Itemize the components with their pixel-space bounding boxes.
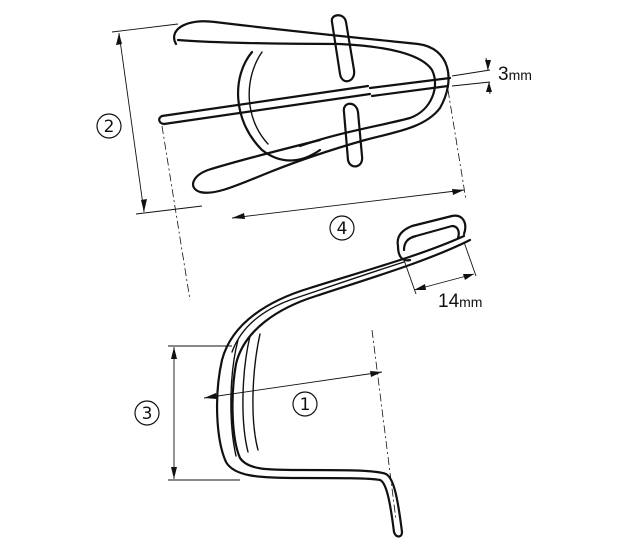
- tab-width-value: 14: [438, 291, 460, 312]
- callout-1: 1: [292, 391, 318, 417]
- svg-text:4: 4: [337, 219, 348, 239]
- tab-width-unit: mm: [459, 294, 482, 310]
- dimension-3: [168, 345, 240, 481]
- svg-text:3: 3: [142, 404, 153, 424]
- callout-2: 2: [96, 113, 122, 139]
- tab-width-callout: [403, 241, 477, 295]
- svg-text:1: 1: [300, 395, 311, 415]
- top-view-clip: [158, 14, 452, 194]
- dimension-2: [111, 23, 203, 215]
- side-view-clip: [216, 214, 472, 538]
- dimension-4: [161, 89, 467, 301]
- wire-diameter-label: 3mm: [498, 64, 532, 85]
- callout-4: 4: [329, 215, 355, 241]
- svg-text:2: 2: [104, 117, 115, 137]
- wire-diameter-callout: [451, 57, 492, 95]
- tab-width-label: 14mm: [438, 291, 482, 312]
- wire-diameter-unit: mm: [509, 67, 532, 83]
- wire-diameter-value: 3: [498, 64, 509, 85]
- callout-3: 3: [134, 400, 160, 426]
- dimension-1: [203, 329, 397, 521]
